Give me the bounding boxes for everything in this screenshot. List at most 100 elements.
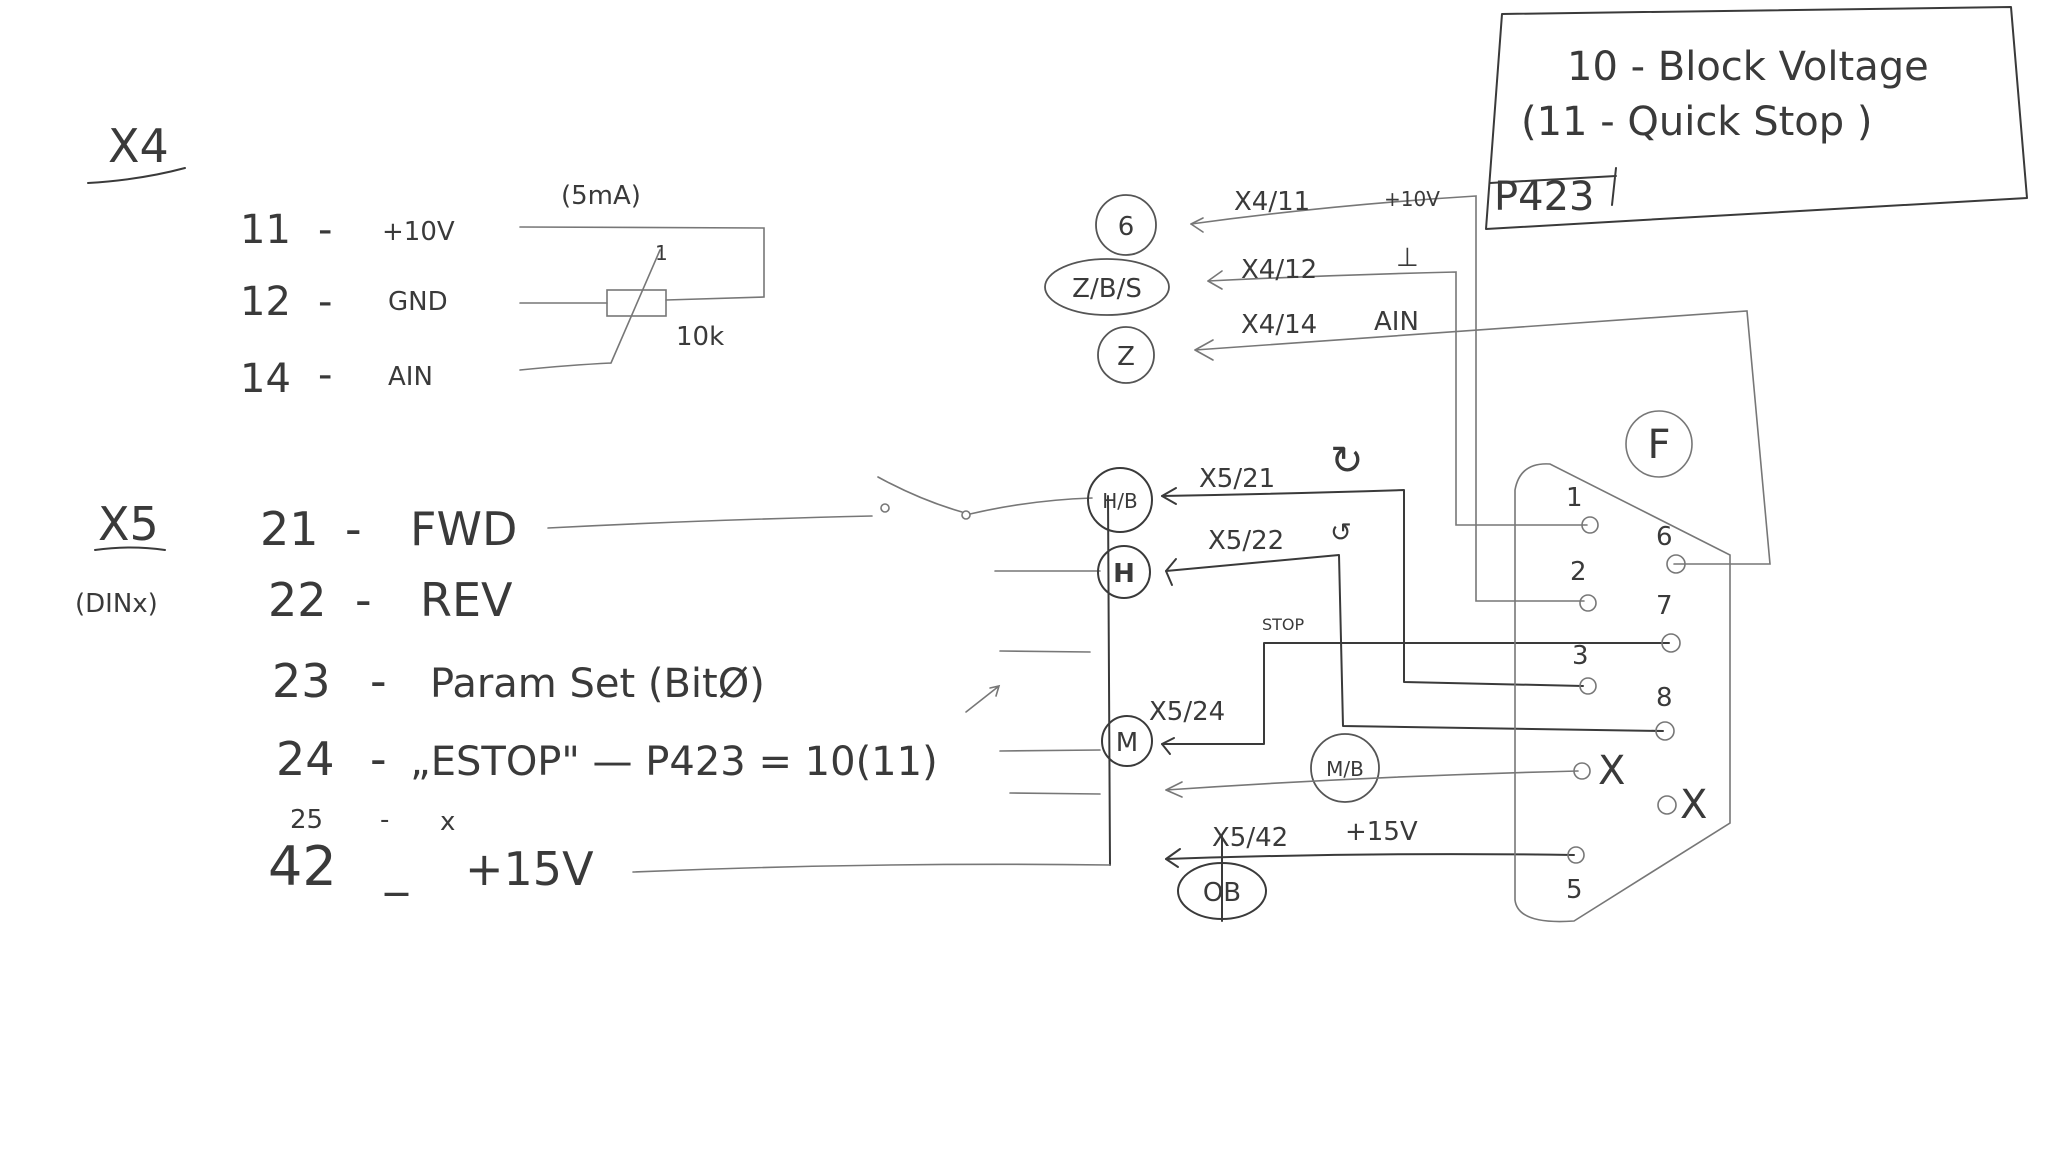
x5-row: 42 _ +15V — [268, 835, 594, 898]
x5-row-name: x — [440, 807, 455, 837]
connector-wires: X4/11 +10V X4/12 ⊥ X4/14 AIN X5/21 ↻ X5/… — [1149, 187, 1771, 868]
wire-signal: +15V — [1345, 817, 1418, 847]
legend-box-outline — [1485, 6, 2028, 230]
x5-row-name: FWD — [410, 502, 517, 556]
x4-section: X4 11 - +10V 12 - GND 14 - AIN (5mA) 1 1… — [87, 119, 765, 402]
pin-5 — [1567, 846, 1585, 864]
color-tag-ring — [1095, 194, 1157, 256]
pin-label: 7 — [1656, 591, 1673, 621]
arrow-head — [1207, 270, 1223, 290]
color-tag: Z — [1117, 342, 1135, 372]
legend-param: P423 — [1494, 174, 1594, 220]
x5-row: 23 - Param Set (BitØ) — [272, 654, 765, 708]
arrow-head — [1194, 339, 1214, 361]
color-tag: H/B — [1102, 489, 1138, 513]
x5-row: 21 - FWD — [260, 502, 517, 556]
pin-2 — [1579, 594, 1597, 612]
pin-label: 6 — [1656, 522, 1673, 552]
pin-6 — [1666, 554, 1686, 574]
wire-signal: ↻ — [1330, 438, 1364, 484]
color-tag-ring — [1087, 467, 1153, 533]
pot-wiper — [519, 249, 661, 371]
switch-contact — [961, 510, 971, 520]
pin-7 — [1661, 633, 1681, 653]
wire-signal: STOP — [1262, 615, 1305, 634]
x5-row-name: „ESTOP" — P423 = 10(11) — [410, 739, 938, 785]
color-tag-ring — [1044, 258, 1170, 316]
color-tag-ring — [1097, 545, 1151, 599]
wire-label: X4/14 — [1241, 310, 1317, 340]
x4-row-num: 12 — [240, 279, 291, 325]
wire-15v — [632, 863, 1111, 873]
wire-x5-21 — [1161, 489, 1584, 687]
color-tag-ring — [1097, 326, 1155, 384]
common-bus — [1107, 495, 1111, 866]
pin-3 — [1579, 677, 1597, 695]
arrow-head — [1165, 848, 1181, 868]
x4-row-dash: - — [318, 279, 332, 325]
pin-1 — [1581, 516, 1599, 534]
pin-label: 3 — [1572, 641, 1589, 671]
x5-underline — [94, 546, 166, 551]
pin-4 — [1573, 762, 1591, 780]
arrow-param-set — [965, 684, 1001, 713]
pin-label: 1 — [1566, 483, 1583, 513]
pin-9 — [1657, 795, 1677, 815]
wire-x4-14 — [1194, 310, 1771, 565]
pot-value: 10k — [676, 322, 724, 352]
wire-x4-12 — [1207, 271, 1588, 526]
wire-x5-22 — [1165, 554, 1664, 732]
wire-x5-42 — [1165, 853, 1575, 860]
x5-subtitle: (DINx) — [75, 589, 158, 619]
potentiometer — [606, 289, 667, 317]
wire-signal: ↺ — [1330, 518, 1352, 548]
pin-unused-mark: X — [1598, 748, 1625, 794]
x5-row-num: 23 — [272, 654, 331, 708]
pin-label: 2 — [1570, 557, 1587, 587]
switch-lever[interactable] — [877, 476, 963, 513]
param-box-outline — [1489, 167, 1617, 206]
arrow-head — [1161, 737, 1175, 755]
x5-row: 24 - „ESTOP" — P423 = 10(11) — [276, 732, 938, 786]
x4-title: X4 — [108, 119, 169, 173]
wire-label: X5/42 — [1212, 823, 1288, 853]
color-tag: M — [1116, 728, 1138, 758]
x5-row-dash: - — [380, 805, 389, 835]
pin-unused-mark: X — [1680, 782, 1707, 828]
x5-row-num: 24 — [276, 732, 335, 786]
x5-row-name: Param Set (BitØ) — [430, 661, 765, 707]
wire-signal: ⊥ — [1396, 243, 1419, 273]
x4-row-name: GND — [388, 287, 448, 317]
pin-label: 8 — [1656, 683, 1673, 713]
wire-10v-to-pot — [519, 226, 765, 301]
x5-row-num: 21 — [260, 502, 319, 556]
x5-row-dash: - — [355, 573, 372, 627]
x5-row-num: 42 — [268, 835, 337, 898]
wire-x4-11 — [1190, 195, 1585, 602]
x5-section: X5 (DINx) 21 - FWD 22 - REV 23 - Param S… — [75, 476, 1111, 898]
x5-row-name: +15V — [465, 842, 594, 896]
legend-line-1: 10 - Block Voltage — [1567, 44, 1929, 90]
x5-row-num: 22 — [268, 573, 327, 627]
x5-row: 22 - REV — [268, 573, 513, 627]
wire-color-tags: 6 Z/B/S Z H/B H M M/B OB — [1044, 194, 1380, 922]
x4-row-dash: - — [318, 207, 332, 253]
pin-8 — [1655, 721, 1675, 741]
wire-signal: AIN — [1374, 307, 1419, 337]
wiper-mark: 1 — [655, 241, 668, 265]
x5-row-num: 25 — [290, 805, 323, 835]
connector-name-ring — [1625, 410, 1693, 478]
x4-underline — [87, 167, 186, 184]
arrow-head — [1161, 487, 1177, 505]
color-tag: 6 — [1118, 212, 1135, 242]
connector-outline — [1514, 463, 1731, 923]
pin-label: 5 — [1566, 875, 1583, 905]
dsub-connector: F 1 2 3 X 5 6 7 8 X — [1514, 410, 1731, 923]
legend-box: 10 - Block Voltage (11 - Quick Stop ) P4… — [1485, 6, 2028, 230]
switch-contact — [880, 503, 890, 513]
x4-row-dash: - — [318, 352, 332, 398]
x5-row-name: REV — [420, 573, 513, 627]
x5-row: 25 - x — [290, 805, 455, 837]
color-tag: M/B — [1326, 757, 1364, 781]
